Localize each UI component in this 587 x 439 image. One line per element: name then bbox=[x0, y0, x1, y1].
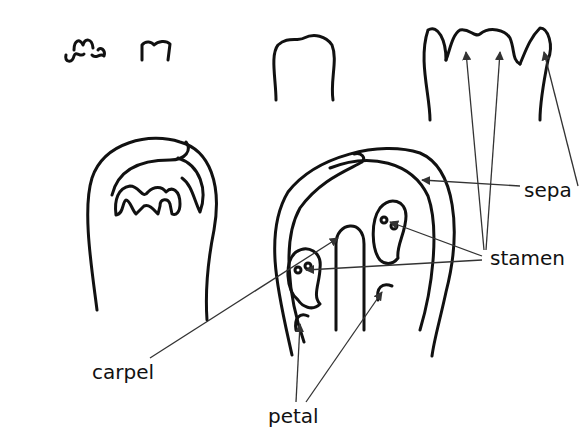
petal bbox=[296, 315, 308, 330]
sepal bbox=[520, 28, 550, 120]
leader-line bbox=[544, 52, 578, 186]
sepal-primordium bbox=[66, 54, 84, 62]
stamen bbox=[373, 201, 406, 263]
carpel bbox=[336, 226, 364, 330]
petal bbox=[378, 285, 392, 300]
leader-line bbox=[390, 222, 482, 256]
part-label: petal bbox=[268, 406, 319, 426]
sepal bbox=[178, 158, 203, 212]
sepal bbox=[88, 138, 217, 320]
floral-bud bbox=[446, 30, 520, 64]
part-label: sepa bbox=[524, 180, 572, 200]
leader-line bbox=[422, 180, 520, 186]
leader-line bbox=[486, 52, 500, 250]
leader-line bbox=[306, 292, 382, 402]
floral-meristem bbox=[142, 41, 170, 60]
pollen-sac bbox=[305, 263, 311, 269]
sepal bbox=[289, 154, 364, 342]
floral-organ-primordia bbox=[116, 186, 180, 215]
floral-primordium bbox=[74, 40, 93, 50]
sepal bbox=[275, 149, 454, 356]
pollen-sac bbox=[295, 267, 301, 273]
leader-line bbox=[296, 324, 300, 402]
leader-line bbox=[306, 260, 482, 270]
leader-line bbox=[466, 52, 484, 250]
sepal bbox=[424, 29, 446, 120]
sepal bbox=[330, 161, 434, 330]
stamen bbox=[288, 249, 320, 308]
leader-line bbox=[150, 238, 338, 358]
floral-bud bbox=[274, 36, 334, 100]
pollen-sac bbox=[381, 217, 387, 223]
part-label: stamen bbox=[490, 248, 565, 268]
part-label: carpel bbox=[92, 362, 154, 382]
sepal-primordium bbox=[92, 48, 104, 56]
